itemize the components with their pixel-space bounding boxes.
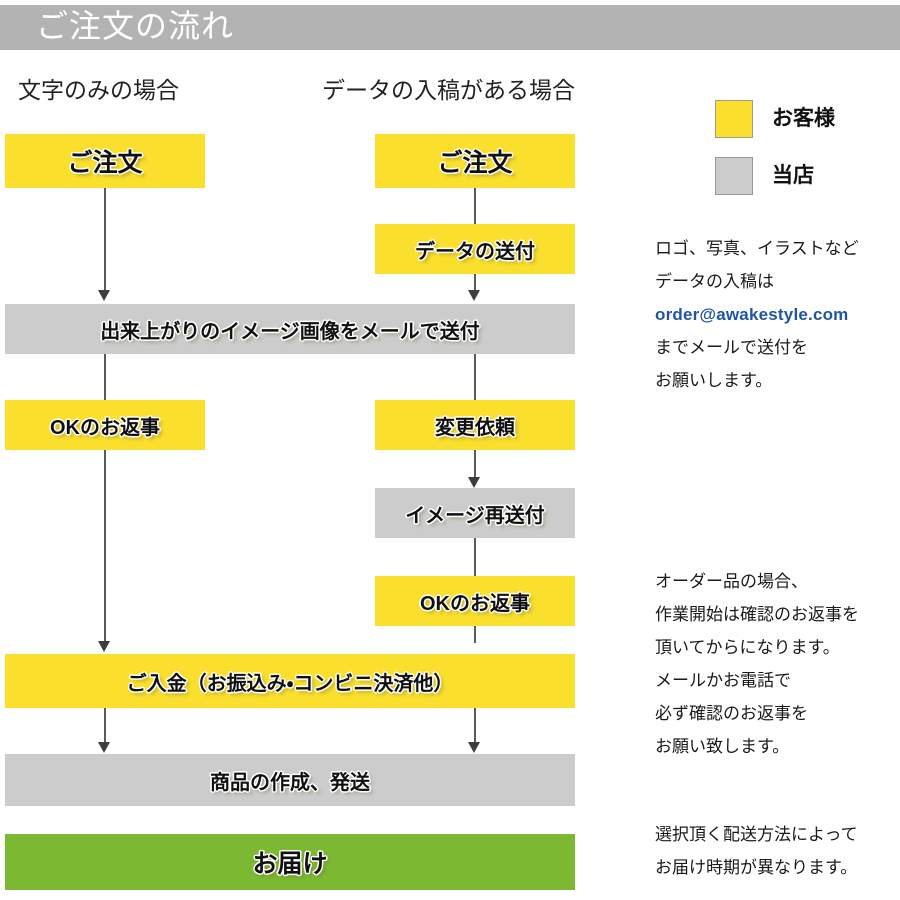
flow-box-ok-reply-left-label: OKのお返事 xyxy=(50,416,160,439)
arrowhead-left-ok-to-payment xyxy=(98,641,110,652)
flow-box-order-right[interactable]: ご注文 xyxy=(375,134,575,188)
connector-left-payment-to-produce xyxy=(104,708,106,744)
connector-right-senddata-to-image xyxy=(474,274,476,292)
connector-right-order-to-senddata xyxy=(474,188,476,224)
connector-right-ok-to-payment xyxy=(474,626,476,643)
note-order-confirmation-line6: お願い致します。 xyxy=(655,737,790,756)
connector-right-resend-to-ok xyxy=(474,538,476,576)
note-data-submission-line5: お願いします。 xyxy=(655,371,773,390)
note-order-confirmation-line1: オーダー品の場合、 xyxy=(655,572,808,591)
flow-box-resend-image[interactable]: イメージ再送付 xyxy=(375,488,575,538)
note-shipping-line1: 選択頂く配送方法によって xyxy=(655,825,858,844)
flow-box-order-left-label: ご注文 xyxy=(67,149,143,177)
column-caption-with-data: データの入稿がある場合 xyxy=(322,77,575,103)
flow-box-ok-reply-left[interactable]: OKのお返事 xyxy=(5,400,205,450)
flow-box-ok-reply-right[interactable]: OKのお返事 xyxy=(375,576,575,626)
flow-box-send-image-mail-label: 出来上がりのイメージ画像をメールで送付 xyxy=(100,320,480,343)
note-data-submission-line2: データの入稿は xyxy=(655,272,774,291)
flow-box-produce-ship-label: 商品の作成、発送 xyxy=(210,771,370,794)
flow-box-payment-label: ご入金（お振込み・コンビニ決済他） xyxy=(126,672,454,695)
connector-left-order-to-image xyxy=(104,188,106,292)
note-order-confirmation-line4: メールかお電話で xyxy=(655,671,791,690)
arrowhead-right-senddata-to-image xyxy=(468,290,480,301)
note-data-submission-line1: ロゴ、写真、イラストなど xyxy=(655,239,859,258)
flow-box-order-right-label: ご注文 xyxy=(437,149,513,177)
note-shipping: 選択頂く配送方法によって お届け時期が異なります。 xyxy=(655,818,858,884)
flow-box-send-data[interactable]: データの送付 xyxy=(375,224,575,274)
email-link-order[interactable]: order@awakestyle.com xyxy=(655,305,849,324)
note-order-confirmation-line5: 必ず確認のお返事を xyxy=(655,704,808,723)
flow-box-produce-ship[interactable]: 商品の作成、発送 xyxy=(5,754,575,806)
note-data-submission-line4: までメールで送付を xyxy=(655,338,808,357)
flow-box-delivery-label: お届け xyxy=(252,850,328,878)
flow-box-change-request-label: 変更依頼 xyxy=(435,416,515,439)
flow-box-order-left[interactable]: ご注文 xyxy=(5,134,205,188)
connector-right-change-to-resend xyxy=(474,450,476,482)
note-shipping-line2: お届け時期が異なります。 xyxy=(655,858,858,877)
flow-box-send-image-mail[interactable]: 出来上がりのイメージ画像をメールで送付 xyxy=(5,304,575,354)
flow-box-change-request[interactable]: 変更依頼 xyxy=(375,400,575,450)
legend-swatch-shop xyxy=(715,157,753,195)
page-title: ご注文の流れ xyxy=(36,8,235,44)
flow-box-delivery[interactable]: お届け xyxy=(5,834,575,890)
flow-box-send-data-label: データの送付 xyxy=(415,240,535,263)
legend-label-shop: 当店 xyxy=(772,164,814,187)
legend-label-customer: お客様 xyxy=(772,107,835,130)
note-order-confirmation-line3: 頂いてからになります。 xyxy=(655,638,840,657)
header-bar xyxy=(0,5,900,50)
arrowhead-left-payment-to-produce xyxy=(98,742,110,753)
flow-box-payment[interactable]: ご入金（お振込み・コンビニ決済他） xyxy=(5,654,575,708)
connector-right-image-to-change xyxy=(474,354,476,400)
note-order-confirmation-line2: 作業開始は確認のお返事を xyxy=(655,605,859,624)
connector-left-image-to-ok xyxy=(104,354,106,400)
flow-box-ok-reply-right-label: OKのお返事 xyxy=(420,592,530,615)
flow-box-resend-image-label: イメージ再送付 xyxy=(405,504,545,527)
connector-right-payment-to-produce xyxy=(474,708,476,744)
arrowhead-left-order-to-image xyxy=(98,290,110,301)
note-data-submission: ロゴ、写真、イラストなど データの入稿は order@awakestyle.co… xyxy=(655,232,859,397)
legend-swatch-customer xyxy=(715,100,753,138)
column-caption-text-only: 文字のみの場合 xyxy=(18,77,179,103)
arrowhead-right-change-to-resend xyxy=(468,477,480,488)
arrowhead-right-payment-to-produce xyxy=(468,742,480,753)
connector-left-ok-to-payment xyxy=(104,450,106,643)
note-order-confirmation: オーダー品の場合、 作業開始は確認のお返事を 頂いてからになります。 メールかお… xyxy=(655,565,859,763)
